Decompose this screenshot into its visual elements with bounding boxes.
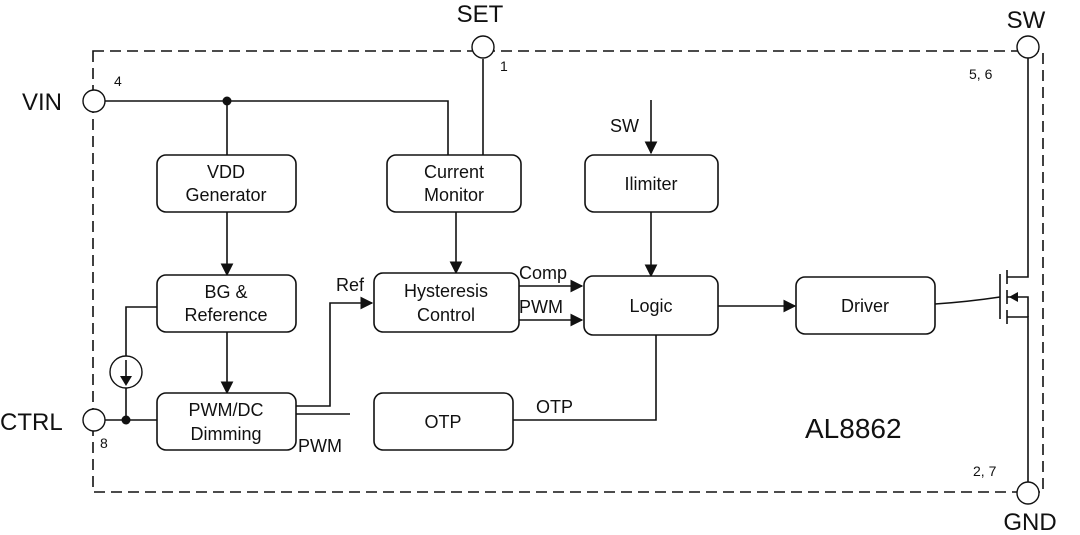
ctrl-pin-terminal — [82, 408, 106, 432]
driver-block — [795, 276, 936, 335]
pwm-logic-signal-label: PWM — [519, 297, 563, 317]
hysteresis-control-label-1: Hysteresis — [404, 281, 488, 301]
current-source-icon — [109, 355, 143, 389]
vin-pin-label: VIN — [22, 89, 62, 116]
ctrl-junction-dot — [121, 415, 131, 425]
gnd-pin-terminal — [1016, 481, 1040, 505]
comp-signal-label: Comp — [519, 263, 567, 283]
set-pin-terminal — [471, 35, 495, 59]
ctrl-pin-label: CTRL — [0, 409, 63, 436]
set-pin-number: 1 — [500, 58, 508, 74]
ctrl-pin-number: 8 — [100, 435, 108, 451]
ref-signal-label: Ref — [336, 275, 365, 295]
logic-label: Logic — [629, 296, 672, 316]
chip-name-label: AL8862 — [805, 413, 902, 444]
mosfet-switch — [999, 265, 1029, 325]
pwm-dc-dimming-label-1: PWM/DC — [189, 400, 264, 420]
gnd-pin-label: GND — [1003, 509, 1056, 535]
current-monitor-block — [386, 154, 522, 213]
bg-reference-label-1: BG & — [204, 282, 247, 302]
gnd-pin-number: 2, 7 — [973, 463, 997, 479]
hysteresis-control-label-2: Control — [417, 305, 475, 325]
hysteresis-control-block — [373, 272, 520, 333]
otp-block — [373, 392, 514, 451]
bg-reference-label-2: Reference — [184, 305, 267, 325]
sw-pin-label: SW — [1007, 7, 1046, 34]
sw-pin-number: 5, 6 — [969, 66, 993, 82]
pwm-dc-dimming-block — [156, 392, 297, 451]
sw-pin-terminal — [1016, 35, 1040, 59]
ilimiter-label: Ilimiter — [625, 174, 678, 194]
pwm-dc-dimming-label-2: Dimming — [190, 424, 261, 444]
vdd-generator-block — [156, 154, 297, 213]
otp-signal-label: OTP — [536, 397, 573, 417]
ilimiter-block — [584, 154, 719, 213]
vdd-generator-label-1: VDD — [207, 162, 245, 182]
set-pin-label: SET — [457, 1, 504, 28]
current-monitor-label-2: Monitor — [424, 185, 484, 205]
bg-reference-block — [156, 274, 297, 333]
otp-block-label: OTP — [424, 412, 461, 432]
wires — [105, 36, 1029, 482]
sw-input-label: SW — [610, 116, 639, 136]
vin-pin-terminal — [82, 89, 106, 113]
current-monitor-label-1: Current — [424, 162, 484, 182]
vdd-generator-label-2: Generator — [185, 185, 266, 205]
logic-block — [583, 275, 719, 336]
vin-pin-number: 4 — [114, 73, 122, 89]
pwm-output-label: PWM — [298, 436, 342, 456]
driver-label: Driver — [841, 296, 889, 316]
